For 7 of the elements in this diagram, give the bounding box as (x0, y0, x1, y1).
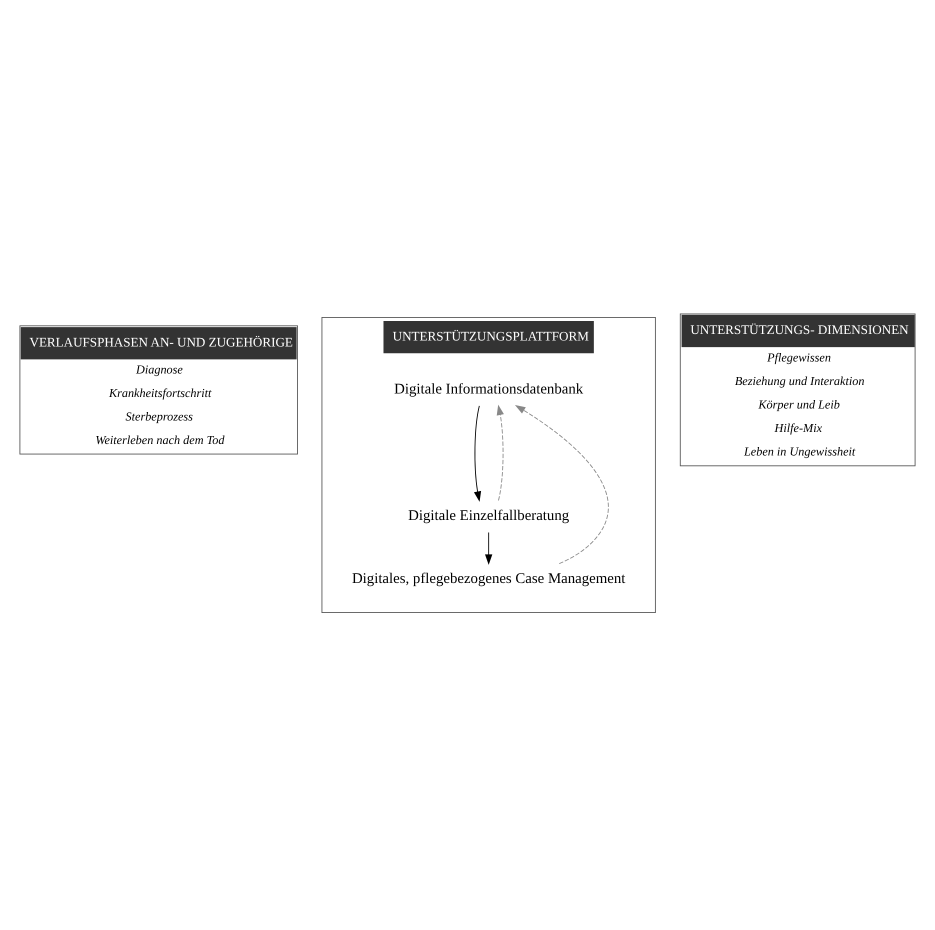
arrow (474, 405, 482, 502)
arrow (514, 405, 609, 564)
node-text: Digitale Einzelfallberatung (408, 508, 570, 524)
node-text: Digitales, pflegebezogenes Case Management (352, 570, 626, 587)
arrow (485, 532, 492, 565)
arrow (496, 404, 504, 501)
node-text: Digitale Informationsdatenbank (394, 382, 584, 398)
